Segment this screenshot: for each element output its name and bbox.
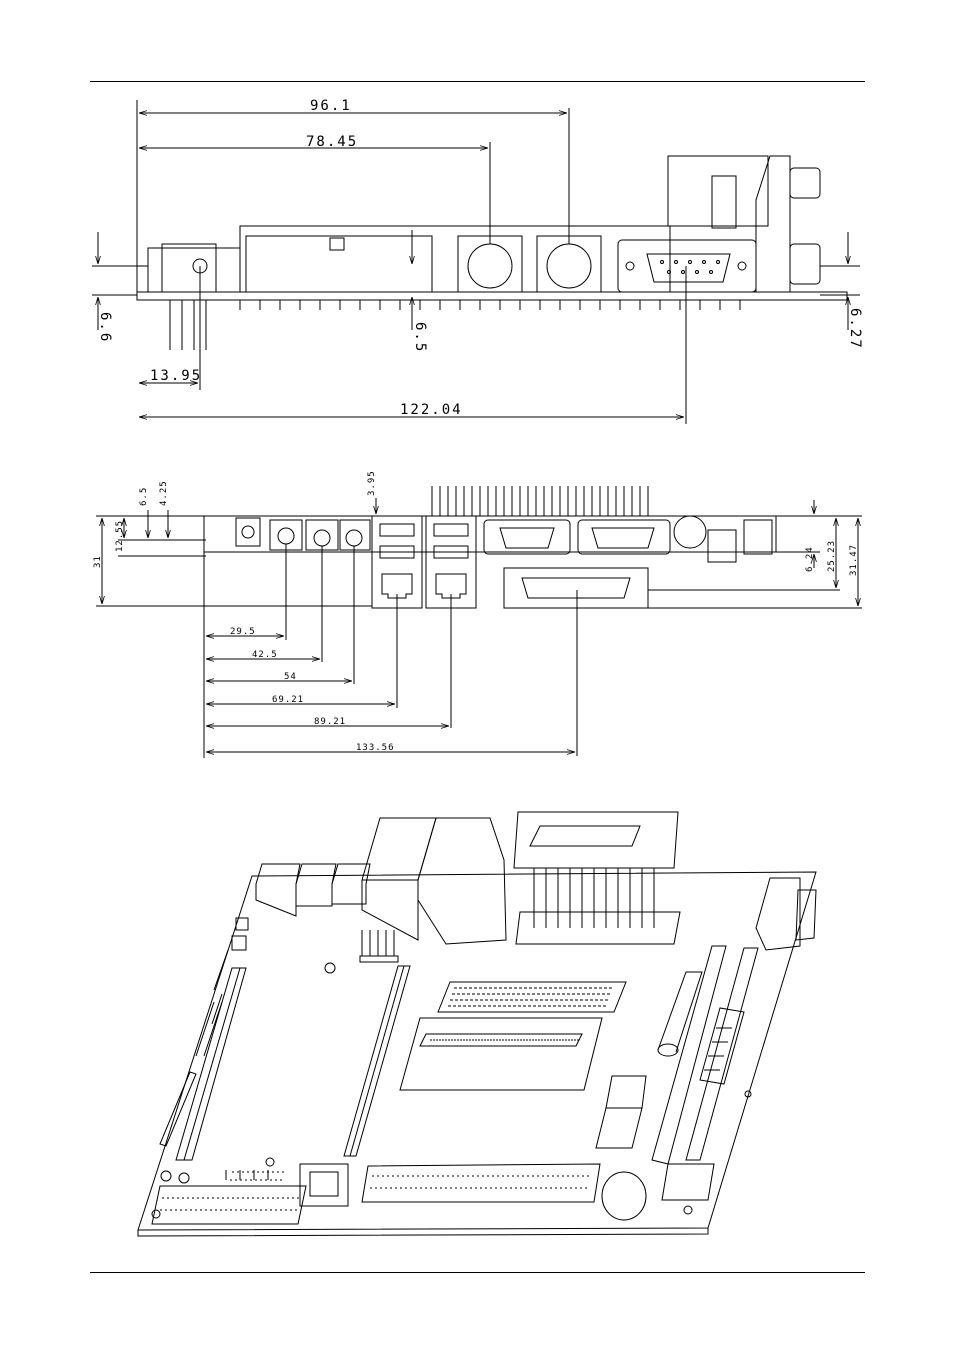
dim-6-5: 6.5 [412, 322, 428, 353]
dim-6-6: 6.6 [97, 312, 113, 343]
vga-connector [484, 520, 570, 554]
dim-78-45: 78.45 [306, 134, 358, 150]
front-view [96, 486, 862, 758]
dim-96-1: 96.1 [310, 98, 352, 114]
dim-6-5-front: 6.5 [139, 487, 149, 506]
dim-6-24: 6.24 [805, 546, 815, 572]
dim-13-95: 13.95 [150, 368, 202, 384]
db9-connector [618, 240, 756, 292]
parallel-connector [504, 568, 648, 608]
pcb-board [137, 292, 847, 300]
side-view [92, 100, 860, 424]
isometric-board [138, 812, 816, 1236]
iso-sodimm [400, 1018, 602, 1090]
dimension-labels: 96.1 78.45 13.95 122.04 6.6 6.5 6.27 6.5… [93, 98, 863, 753]
dim-4-25: 4.25 [159, 480, 169, 506]
dim-133-56: 133.56 [356, 743, 395, 753]
dim-12-55: 12.55 [115, 520, 125, 552]
dim-31-47: 31.47 [849, 544, 859, 576]
dim-54: 54 [284, 672, 297, 682]
dim-29-5: 29.5 [230, 627, 256, 637]
iso-db25 [514, 812, 678, 868]
dim-6-27: 6.27 [847, 308, 863, 350]
iso-ide-header [362, 1164, 600, 1202]
dim-25-23: 25.23 [827, 540, 837, 572]
dim-122-04: 122.04 [400, 402, 463, 418]
front-board [204, 516, 776, 552]
dim-69-21: 69.21 [272, 695, 304, 705]
dim-42-5: 42.5 [252, 650, 278, 660]
dim-3-95: 3.95 [367, 470, 377, 496]
dim-31: 31 [93, 555, 103, 568]
dim-89-21: 89.21 [314, 717, 346, 727]
com-connector [578, 520, 670, 554]
